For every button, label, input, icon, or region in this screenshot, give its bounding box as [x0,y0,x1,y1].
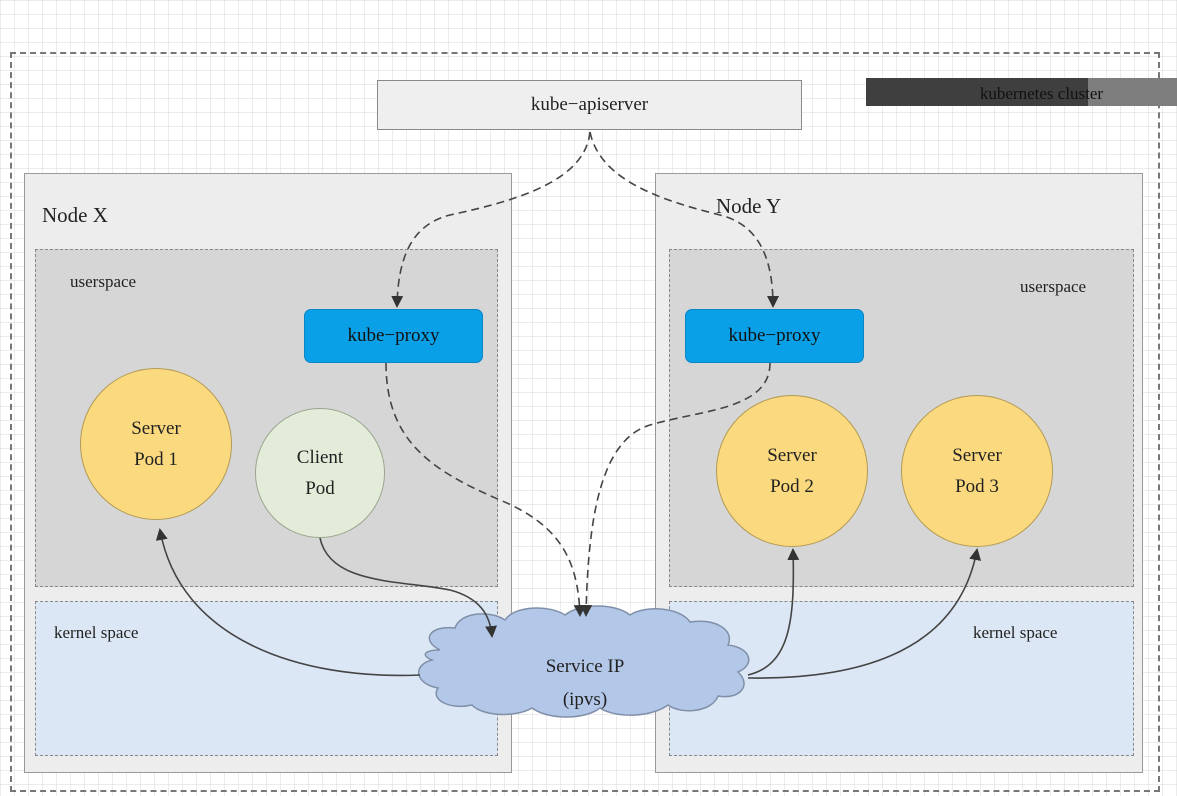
node-x-userspace-label: userspace [70,272,137,291]
client-pod-line2: Pod [305,478,335,499]
server-pod-3-line2: Pod 3 [955,476,999,497]
server-pod-3-line1: Server [952,445,1002,466]
client-pod-line1: Client [296,447,344,468]
client-to-service-arrow [319,537,498,638]
cluster-label: kubernetes cluster [979,84,1104,103]
server-pod-1-line2: Pod 1 [134,449,178,470]
node-y-kube-proxy: kube−proxy [685,309,864,363]
service-to-server-pod-3-arrow [747,548,982,679]
proxy-y-to-service-arrow [580,362,771,617]
server-pod-2-line2: Pod 2 [770,476,814,497]
cluster-badge-light [1088,78,1177,106]
service-ip-line2: (ipvs) [562,689,608,710]
node-y-kernel-label: kernel space [973,623,1058,642]
node-y-kube-proxy-label: kube−proxy [728,325,821,346]
service-to-server-pod-1-arrow [155,528,421,677]
kubernetes-cluster-boundary [10,52,1160,792]
kube-apiserver-label: kube−apiserver [530,94,649,115]
node-x-kube-proxy: kube−proxy [304,309,483,363]
server-pod-1-line1: Server [131,418,181,439]
service-ip-line1: Service IP [545,656,625,677]
node-y-label: Node Y [716,194,782,218]
server-pod-2-line1: Server [767,445,817,466]
proxy-x-to-service-arrow [385,362,586,617]
kube-apiserver-box: kube−apiserver [377,80,802,130]
node-x-kube-proxy-label: kube−proxy [347,325,440,346]
node-y-kernel-space [669,601,1134,756]
apiserver-to-proxy-x-arrow [391,131,591,308]
node-y-userspace-label: userspace [1020,277,1087,296]
apiserver-to-proxy-y-arrow [589,131,779,308]
cluster-badge-dark [866,78,1088,106]
service-to-server-pod-2-arrow [747,548,800,676]
node-x-label: Node X [42,203,108,227]
service-ip-cloud [418,605,750,718]
service-ip-label: Service IP (ipvs) [500,650,670,716]
node-x-kernel-label: kernel space [54,623,139,642]
